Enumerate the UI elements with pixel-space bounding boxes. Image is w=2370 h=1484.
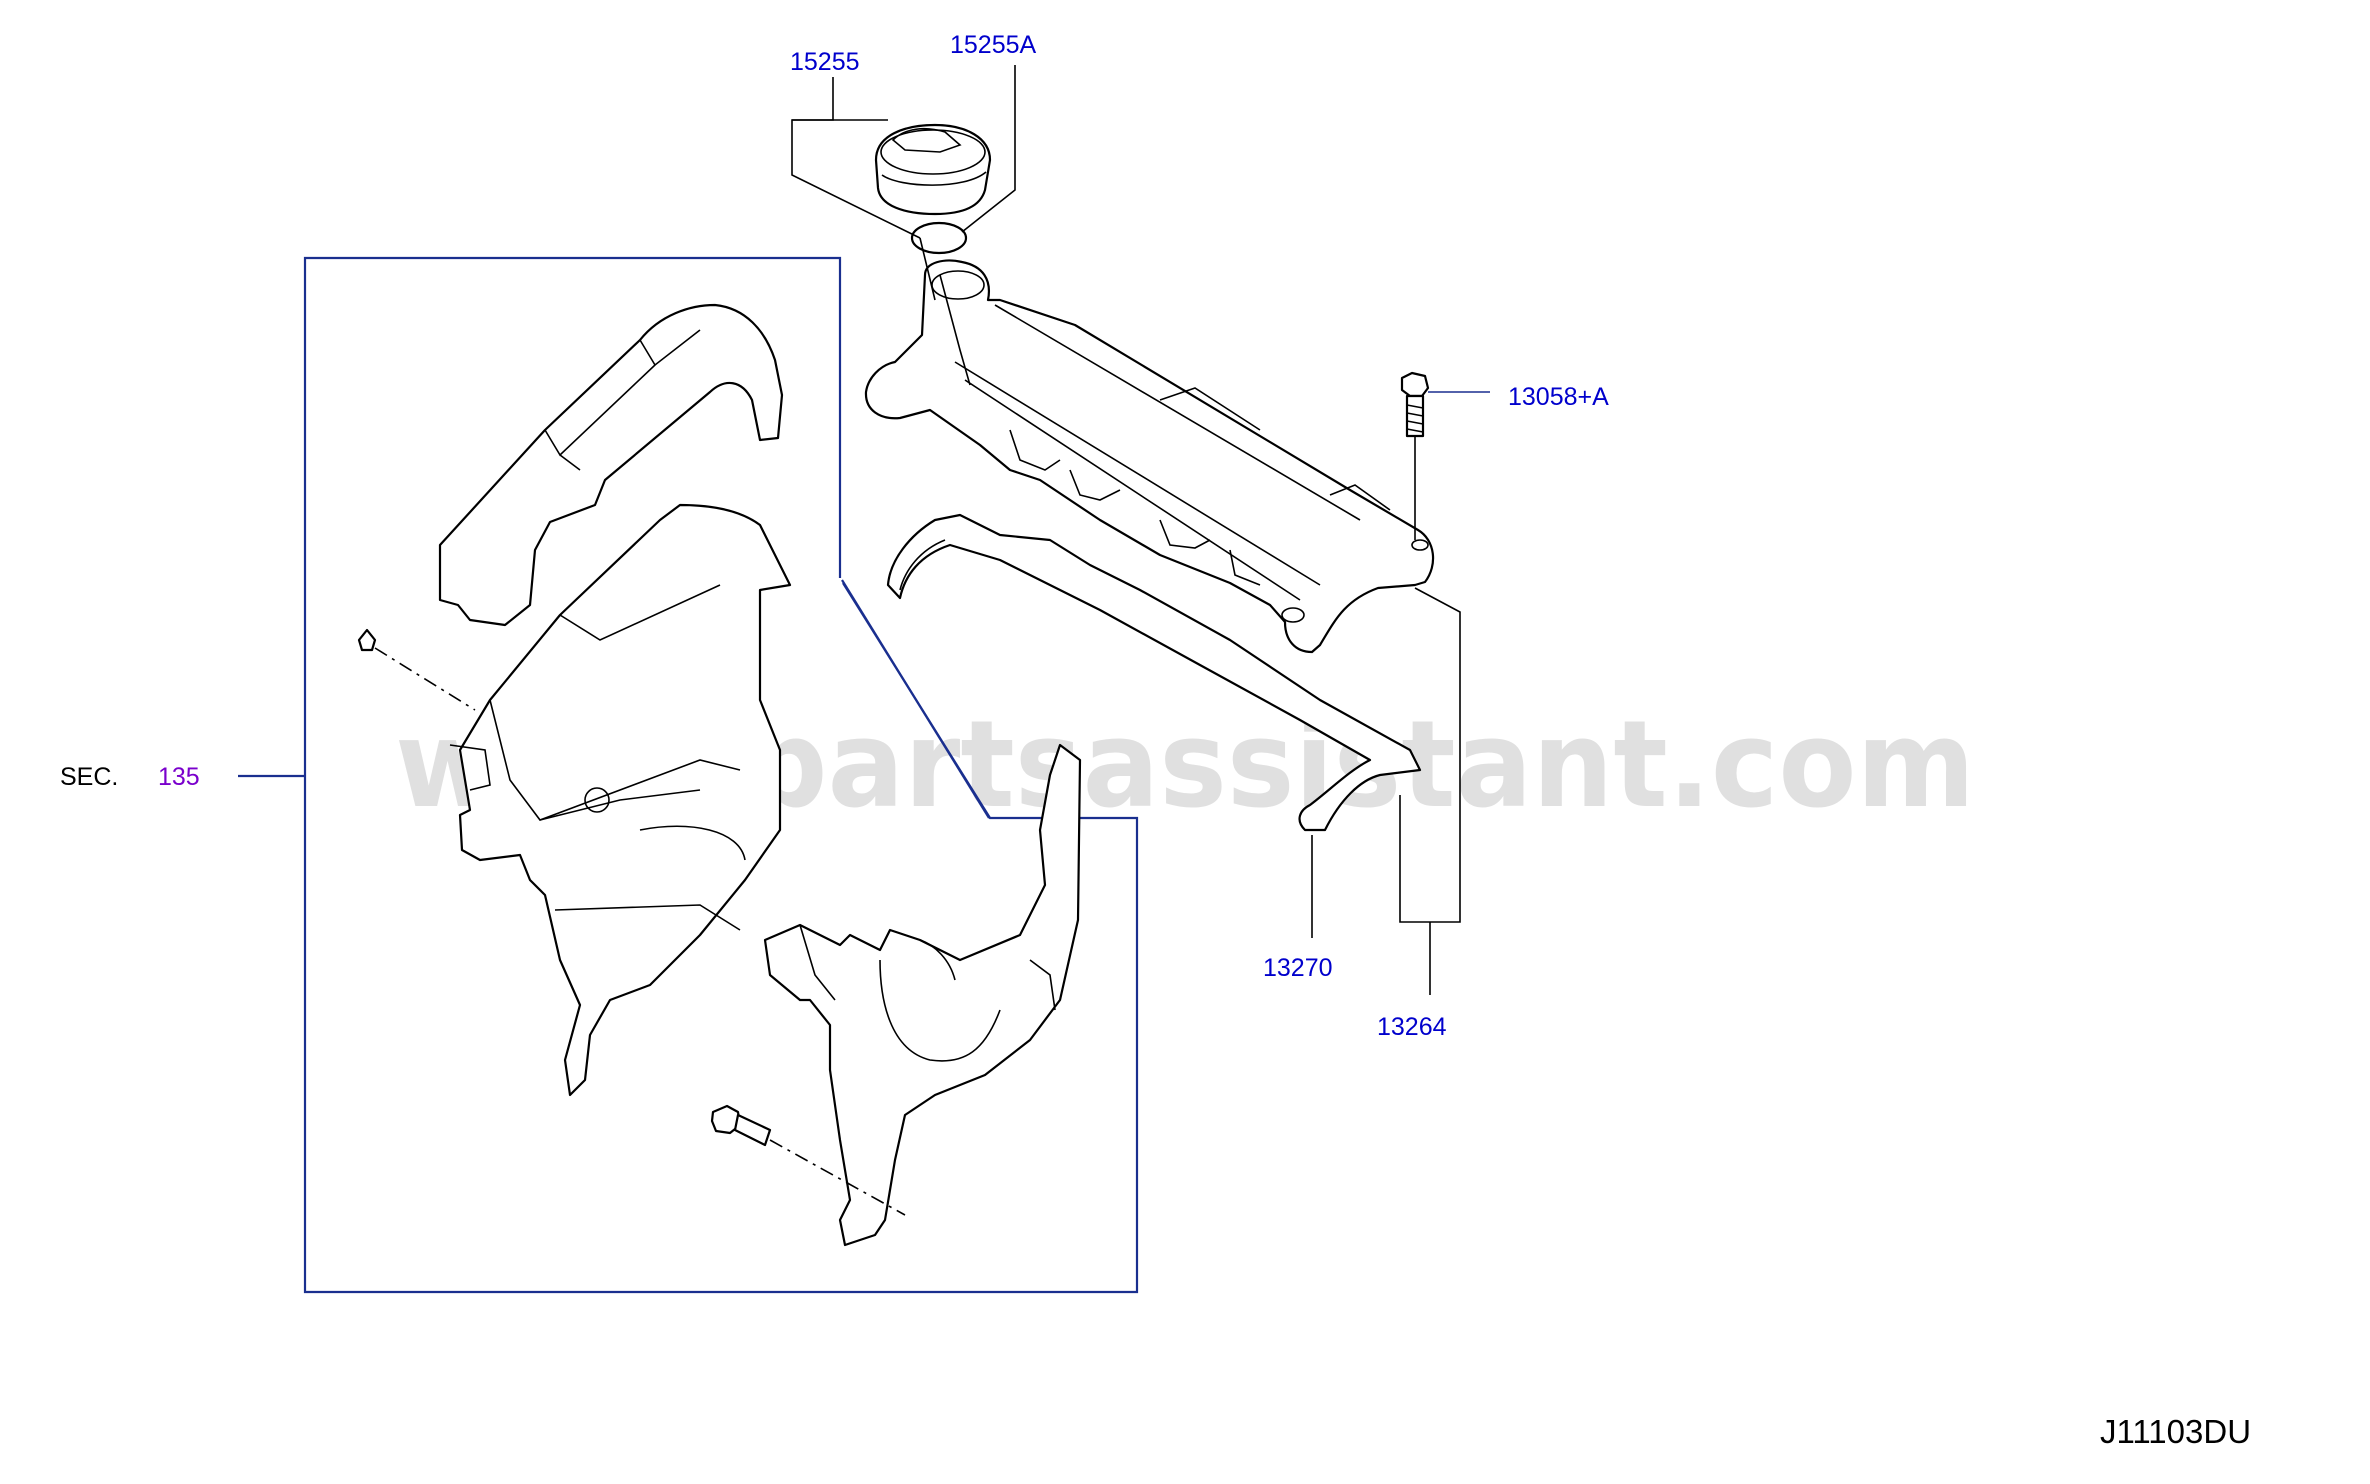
- cap-gasket[interactable]: [910, 221, 968, 255]
- section-bracket: [238, 256, 1139, 1294]
- callout-13264[interactable]: 13264: [1377, 1013, 1447, 1041]
- bolt[interactable]: [1400, 371, 1430, 438]
- callout-13270[interactable]: 13270: [1263, 954, 1333, 982]
- callout-15255A[interactable]: 15255A: [950, 31, 1037, 59]
- rocker-cover-gasket[interactable]: [886, 513, 1422, 832]
- clip-fastener[interactable]: [357, 628, 377, 652]
- lower-timing-cover[interactable]: [763, 743, 1082, 1247]
- rocker-cover[interactable]: [864, 259, 1435, 654]
- leader-15255A: [961, 65, 1016, 233]
- leader-15255: [791, 77, 936, 301]
- bolt-lower[interactable]: [710, 1104, 772, 1147]
- diagram-code: J11103DU: [2100, 1413, 2251, 1450]
- leader-13264: [1399, 436, 1461, 995]
- upper-timing-cover[interactable]: [438, 303, 784, 627]
- main-timing-cover[interactable]: [449, 503, 792, 1097]
- oil-filler-cap[interactable]: [874, 123, 992, 216]
- callout-15255[interactable]: 15255: [790, 48, 860, 76]
- callout-13058A[interactable]: 13058+A: [1508, 383, 1609, 411]
- section-number[interactable]: 135: [158, 763, 200, 791]
- section-label: SEC.: [60, 763, 118, 791]
